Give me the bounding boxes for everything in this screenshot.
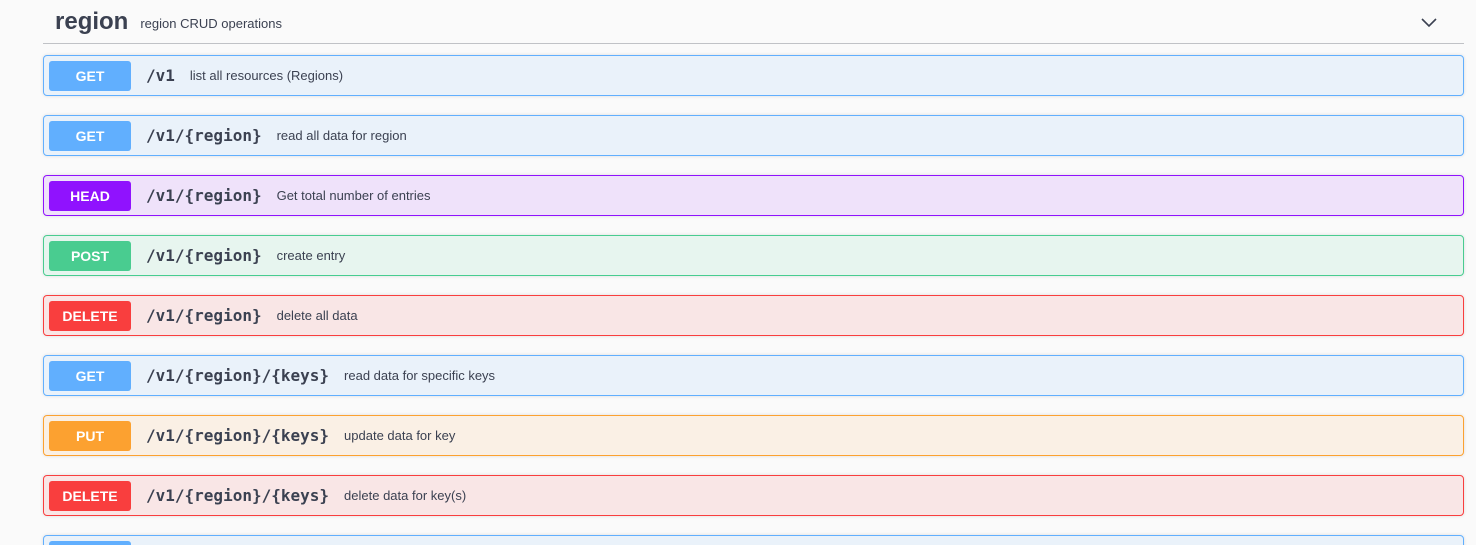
method-badge[interactable]: HEAD <box>49 180 131 211</box>
method-badge[interactable]: GET <box>49 540 131 545</box>
operation-summary: list all resources (Regions) <box>189 68 344 83</box>
method-badge[interactable]: GET <box>49 60 131 91</box>
operation-row-2[interactable]: GET /v1/{region} read all data for regio… <box>43 115 1464 156</box>
operation-path: /v1/{region}/{keys} <box>146 366 330 385</box>
operation-row-7[interactable]: PUT /v1/{region}/{keys} update data for … <box>43 415 1464 456</box>
operations-list: GET /v1 list all resources (Regions) GET… <box>43 55 1464 545</box>
operation-row-5[interactable]: DELETE /v1/{region} delete all data <box>43 295 1464 336</box>
operation-path: /v1/{region} <box>146 186 262 205</box>
operation-path: /v1/{region} <box>146 126 262 145</box>
chevron-down-icon[interactable] <box>1418 11 1440 33</box>
method-badge[interactable]: DELETE <box>49 480 131 511</box>
operation-row-3[interactable]: HEAD /v1/{region} Get total number of en… <box>43 175 1464 216</box>
operation-summary: create entry <box>276 248 346 263</box>
operation-summary: read data for specific keys <box>344 368 496 383</box>
method-badge[interactable]: DELETE <box>49 300 131 331</box>
tag-header[interactable]: region region CRUD operations <box>43 0 1464 44</box>
operation-summary: Get total number of entries <box>276 188 431 203</box>
operation-path: /v1/{region} <box>146 246 262 265</box>
tag-title: region <box>55 7 129 35</box>
operation-summary: delete all data <box>276 308 358 323</box>
operation-path: /v1/{region}/{keys} <box>146 426 330 445</box>
tag-section-region: region region CRUD operations GET /v1 li… <box>43 0 1464 545</box>
operation-path: /v1 <box>146 66 175 85</box>
operation-path: /v1/{region}/{keys} <box>146 486 330 505</box>
operation-summary: read all data for region <box>276 128 407 143</box>
operation-summary: update data for key <box>344 428 456 443</box>
tag-description: region CRUD operations <box>140 16 282 31</box>
operation-row-6[interactable]: GET /v1/{region}/{keys} read data for sp… <box>43 355 1464 396</box>
operation-path: /v1/{region} <box>146 306 262 325</box>
method-badge[interactable]: GET <box>49 360 131 391</box>
operation-row-8[interactable]: DELETE /v1/{region}/{keys} delete data f… <box>43 475 1464 516</box>
operation-summary: delete data for key(s) <box>344 488 467 503</box>
operation-row-4[interactable]: POST /v1/{region} create entry <box>43 235 1464 276</box>
method-badge[interactable]: POST <box>49 240 131 271</box>
method-badge[interactable]: PUT <box>49 420 131 451</box>
operation-row-1[interactable]: GET /v1 list all resources (Regions) <box>43 55 1464 96</box>
method-badge[interactable]: GET <box>49 120 131 151</box>
operation-row-9[interactable]: GET <box>43 535 1464 545</box>
